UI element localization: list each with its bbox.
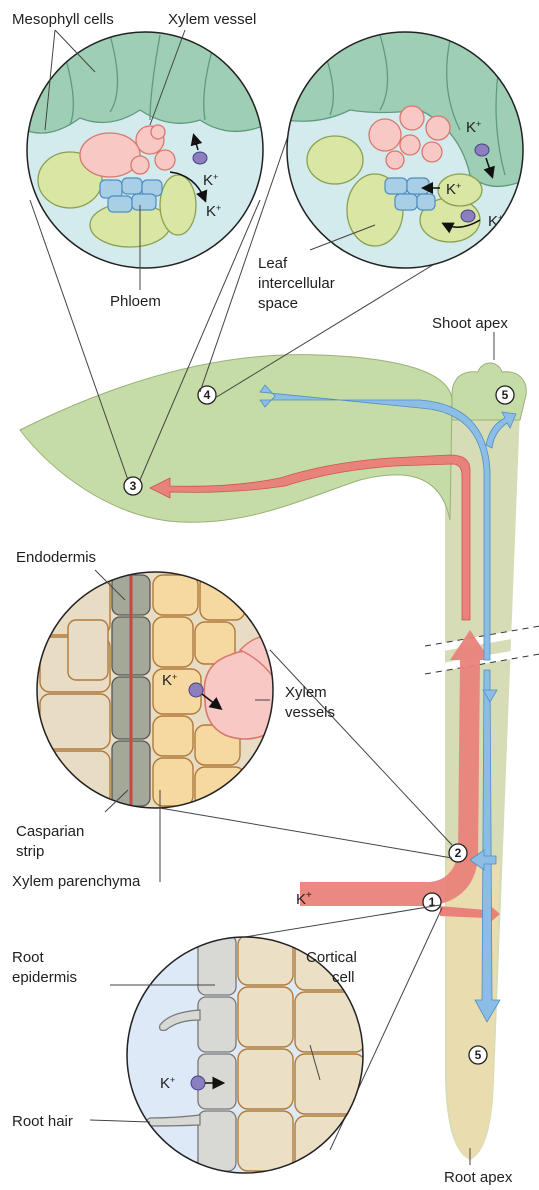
root-apex-label: Root apex: [444, 1169, 513, 1186]
leaf-space-label-3: space: [258, 295, 298, 312]
transporter-icon: [189, 683, 203, 697]
transporter-icon: [461, 210, 475, 222]
step-5-shoot-marker: 5: [496, 386, 514, 404]
leaf-space-label-2: intercellular: [258, 275, 335, 292]
shoot-apex-label: Shoot apex: [432, 315, 508, 332]
root-hair-label: Root hair: [12, 1113, 73, 1130]
zoom-endodermis: K+: [35, 570, 275, 810]
casparian-label-1: Casparian: [16, 823, 84, 840]
leaf: [20, 355, 452, 523]
root-epidermis-label-1: Root: [12, 949, 45, 966]
cortical-cell-label-1: Cortical: [306, 949, 357, 966]
cortical-cell-label-2: cell: [332, 969, 355, 986]
zoom-leaf-xylem: K+ K+ K+: [285, 30, 525, 270]
xylem-parenchyma-label: Xylem parenchyma: [12, 873, 141, 890]
step-1-marker: 1: [423, 893, 441, 911]
xylem-vessels-label-2: vessels: [285, 704, 335, 721]
leaf-space-label-1: Leaf: [258, 255, 288, 272]
casparian-label-2: strip: [16, 843, 44, 860]
transporter-icon: [475, 144, 489, 156]
endodermis-label: Endodermis: [16, 549, 96, 566]
shoot-apex: [452, 363, 526, 420]
svg-text:2: 2: [455, 846, 462, 860]
svg-text:K+: K+: [488, 213, 503, 230]
xylem-uptake-arrow: [300, 630, 490, 906]
step-5-root-marker: 5: [469, 1046, 487, 1064]
svg-text:5: 5: [502, 388, 509, 402]
root-epidermis-label-2: epidermis: [12, 969, 77, 986]
svg-text:3: 3: [130, 479, 137, 493]
step-3-marker: 3: [124, 477, 142, 495]
svg-text:5: 5: [475, 1048, 482, 1062]
step-2-marker: 2: [449, 844, 467, 862]
transporter-icon: [191, 1076, 205, 1090]
endodermis-cells: [112, 570, 150, 810]
phloem-label: Phloem: [110, 293, 161, 310]
zoom-leaf-phloem: K+ K+: [25, 30, 265, 270]
cortex-cells: [40, 575, 110, 806]
mesophyll-cells-label: Mesophyll cells: [12, 11, 114, 28]
xylem-vessels-label-1: Xylem: [285, 684, 327, 701]
xylem-vessel-label: Xylem vessel: [168, 11, 256, 28]
transporter-icon: [193, 152, 207, 164]
svg-text:4: 4: [204, 388, 211, 402]
